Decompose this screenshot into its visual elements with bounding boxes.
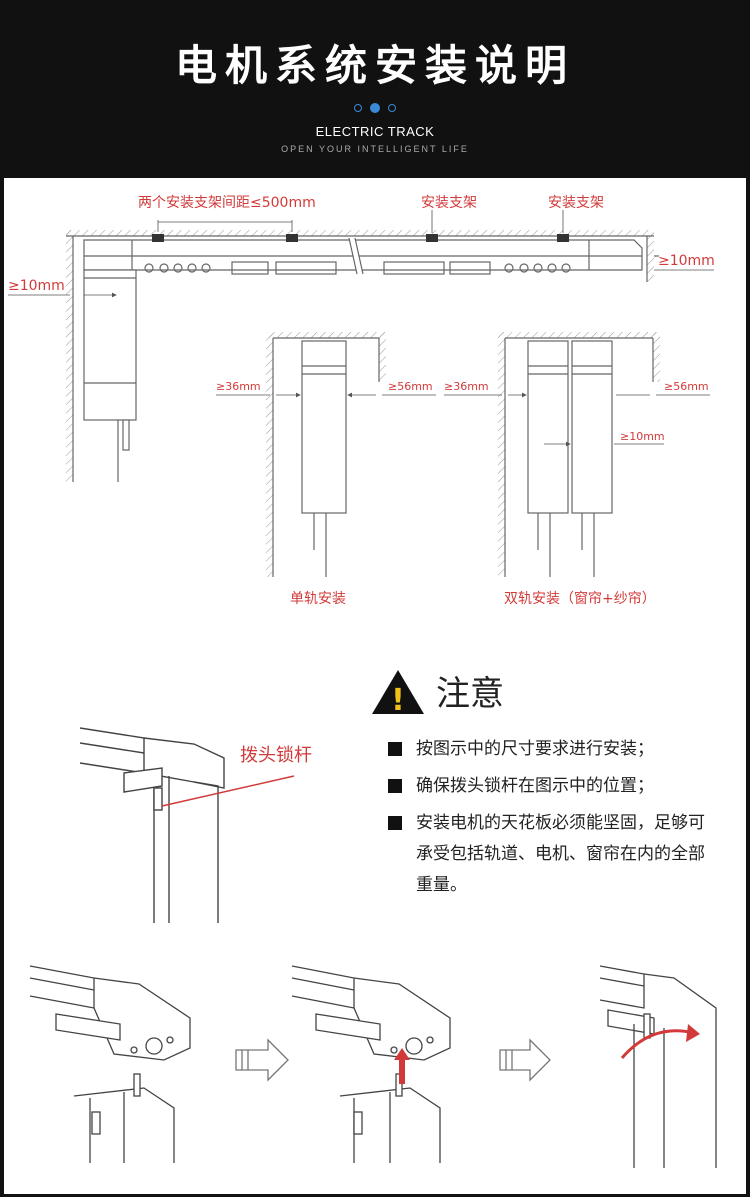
up-arrow-icon	[394, 1048, 410, 1084]
label-bracket-b: 安装支架	[548, 195, 604, 211]
label-bracket-spacing: 两个安装支架间距≤500mm	[138, 195, 316, 211]
content-area: 两个安装支架间距≤500mm 安装支架 安装支架 ≥10mm ≥10mm	[4, 178, 746, 1194]
dot-icon	[354, 103, 362, 112]
arrow-2-icon	[499, 1038, 551, 1082]
square-bullet-icon	[388, 816, 402, 830]
installation-diagram: 两个安装支架间距≤500mm 安装支架 安装支架 ≥10mm ≥10mm	[8, 195, 717, 1168]
list-item-text: 安装电机的天花板必须能坚固，足够可承受包括轨道、电机、窗帘在内的全部重量。	[416, 813, 705, 895]
list-item: 安装电机的天花板必须能坚固，足够可承受包括轨道、电机、窗帘在内的全部重量。	[388, 808, 718, 901]
list-item: 确保拨头锁杆在图示中的位置；	[388, 771, 718, 802]
square-bullet-icon	[388, 779, 402, 793]
header-tagline: OPEN YOUR INTELLIGENT LIFE	[281, 144, 469, 154]
label-left-gap: ≥10mm	[8, 278, 65, 294]
dot-icon	[388, 103, 396, 112]
header: 电机系统安装说明 ELECTRIC TRACK OPEN YOUR INTELL…	[0, 0, 750, 178]
page-title: 电机系统安装说明	[174, 41, 575, 90]
rotate-arrowhead-icon	[686, 1024, 700, 1042]
top-track-diagram	[66, 230, 659, 482]
lock-pointer-line	[161, 775, 295, 807]
list-item-text: 按图示中的尺寸要求进行安装；	[416, 739, 654, 759]
step-3-diagram	[599, 965, 717, 1168]
lock-rod-detail	[79, 727, 225, 923]
double-right-gap: ≥56mm	[664, 380, 709, 393]
header-subtitle: ELECTRIC TRACK	[315, 124, 435, 139]
arrow-1-icon	[235, 1038, 289, 1082]
warning-icon: !	[372, 670, 424, 716]
dot-icon	[370, 102, 380, 113]
double-track-diagram	[498, 332, 660, 577]
label-bracket-a: 安装支架	[421, 195, 477, 211]
lock-rod-label: 拨头锁杆	[240, 745, 312, 766]
notice-title: 注意	[436, 674, 504, 714]
single-track-caption: 单轨安装	[290, 591, 346, 607]
single-right-gap: ≥56mm	[388, 380, 433, 393]
decor-dots	[0, 97, 750, 116]
square-bullet-icon	[388, 742, 402, 756]
single-track-diagram	[266, 332, 386, 577]
single-left-gap: ≥36mm	[216, 380, 261, 393]
list-item: 按图示中的尺寸要求进行安装；	[388, 734, 718, 765]
rotate-arrow-icon	[620, 1029, 695, 1059]
double-track-caption: 双轨安装（窗帘+纱帘）	[504, 590, 656, 607]
step-2-diagram	[291, 965, 451, 1163]
notice-list: 按图示中的尺寸要求进行安装； 确保拨头锁杆在图示中的位置； 安装电机的天花板必须…	[388, 734, 718, 907]
step-1-diagram	[29, 965, 191, 1163]
top-dimension-lines	[8, 210, 714, 298]
warning-glyph: !	[391, 683, 405, 716]
list-item-text: 确保拨头锁杆在图示中的位置；	[416, 776, 654, 796]
double-left-gap: ≥36mm	[444, 380, 489, 393]
label-right-gap: ≥10mm	[658, 253, 715, 269]
double-middle-gap: ≥10mm	[620, 430, 665, 443]
